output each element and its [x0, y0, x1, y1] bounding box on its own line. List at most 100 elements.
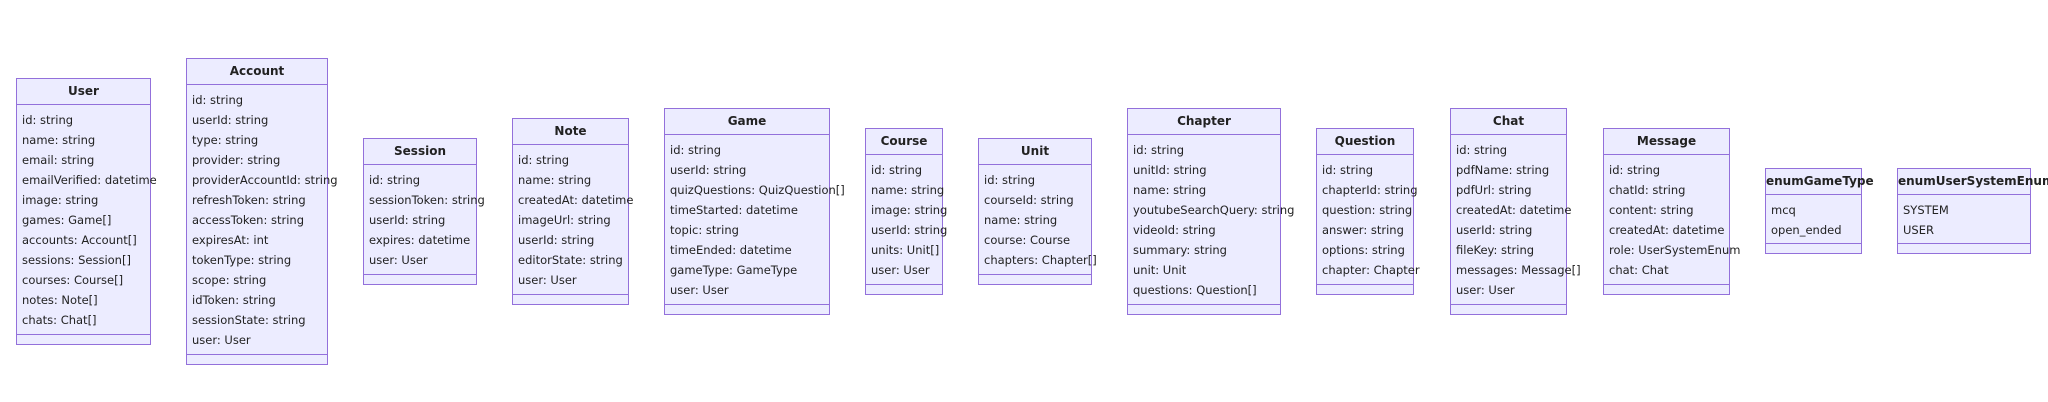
class-title: Session: [364, 139, 476, 165]
class-course: Course id: string name: string image: st…: [865, 128, 948, 295]
class-attribute: summary: string: [1133, 243, 1227, 257]
class-attribute: name: string: [1133, 183, 1207, 197]
class-attribute: chats: Chat[]: [22, 313, 97, 327]
enum-value: mcq: [1771, 203, 1796, 217]
class-attribute: user: User: [192, 333, 251, 347]
class-title: Game: [665, 109, 829, 135]
class-attribute: fileKey: string: [1456, 243, 1535, 257]
class-attribute: expires: datetime: [369, 233, 471, 247]
class-game: Game id: string userId: string quizQuest…: [664, 108, 845, 315]
class-methods-compartment: [1317, 284, 1413, 294]
class-attribute: id: string: [192, 93, 244, 107]
class-attribute: id: string: [1322, 163, 1374, 177]
class-attribute: id: string: [984, 173, 1036, 187]
class-attribute: topic: string: [670, 223, 739, 237]
class-title: Chat: [1451, 109, 1566, 135]
class-attribute: image: string: [22, 193, 99, 207]
class-attribute: userId: string: [518, 233, 595, 247]
class-attribute: games: Game[]: [22, 213, 112, 227]
class-methods-compartment: [364, 274, 476, 284]
class-title: enumUserSystemEnum: [1898, 169, 2048, 195]
class-attribute: quizQuestions: QuizQuestion[]: [670, 183, 845, 197]
class-attribute: name: string: [22, 133, 96, 147]
class-account: Account id: string userId: string type: …: [186, 58, 338, 365]
class-attribute: videoId: string: [1133, 223, 1216, 237]
class-methods-compartment: [1451, 304, 1566, 314]
class-enum-user-system-enum: enumUserSystemEnum SYSTEM USER: [1897, 168, 2048, 254]
class-methods-compartment: [1604, 284, 1729, 294]
class-title: Chapter: [1128, 109, 1280, 135]
class-attribute: userId: string: [369, 213, 446, 227]
class-enum-game-type: enumGameType mcq open_ended: [1765, 168, 1874, 254]
class-methods-compartment: [1128, 304, 1280, 314]
class-attribute: chatId: string: [1609, 183, 1686, 197]
class-attribute: accounts: Account[]: [22, 233, 137, 247]
class-attribute: createdAt: datetime: [518, 193, 634, 207]
class-attribute: provider: string: [192, 153, 281, 167]
class-session: Session id: string sessionToken: string …: [363, 138, 485, 285]
class-attribute: id: string: [1456, 143, 1508, 157]
class-title: User: [17, 79, 150, 105]
class-attribute: units: Unit[]: [871, 243, 940, 257]
class-title: Course: [866, 129, 942, 155]
class-attribute: user: User: [1456, 283, 1515, 297]
class-attribute: id: string: [1609, 163, 1661, 177]
class-title: Note: [513, 119, 628, 145]
class-methods-compartment: [187, 354, 327, 364]
class-attribute: courses: Course[]: [22, 273, 124, 287]
class-attribute: messages: Message[]: [1456, 263, 1581, 277]
class-attribute: chapters: Chapter[]: [984, 253, 1097, 267]
class-attribute: name: string: [518, 173, 592, 187]
class-attribute: id: string: [871, 163, 923, 177]
enum-value: open_ended: [1771, 223, 1842, 237]
class-message: Message id: string chatId: string conten…: [1603, 128, 1741, 295]
class-attribute: id: string: [369, 173, 421, 187]
class-attribute: userId: string: [1456, 223, 1533, 237]
class-attribute: idToken: string: [192, 293, 276, 307]
enum-value: USER: [1903, 223, 1934, 237]
class-attribute: sessions: Session[]: [22, 253, 131, 267]
class-attribute: pdfName: string: [1456, 163, 1550, 177]
class-attribute: notes: Note[]: [22, 293, 98, 307]
class-attribute: role: UserSystemEnum: [1609, 243, 1741, 257]
class-methods-compartment: [1898, 243, 2030, 253]
class-title: Account: [187, 59, 327, 85]
class-chapter: Chapter id: string unitId: string name: …: [1127, 108, 1295, 315]
class-attribute: content: string: [1609, 203, 1694, 217]
class-attribute: expiresAt: int: [192, 233, 269, 247]
class-attribute: timeStarted: datetime: [670, 203, 798, 217]
class-chat: Chat id: string pdfName: string pdfUrl: …: [1450, 108, 1581, 315]
class-attribute: courseId: string: [984, 193, 1074, 207]
class-attribute: name: string: [984, 213, 1058, 227]
class-attribute: accessToken: string: [192, 213, 305, 227]
class-attribute: user: User: [369, 253, 428, 267]
class-methods-compartment: [513, 294, 628, 304]
class-attribute: question: string: [1322, 203, 1413, 217]
class-attribute: image: string: [871, 203, 948, 217]
class-attribute: unit: Unit: [1133, 263, 1187, 277]
class-attribute: answer: string: [1322, 223, 1404, 237]
class-attribute: chapterId: string: [1322, 183, 1418, 197]
class-attribute: scope: string: [192, 273, 267, 287]
class-attribute: createdAt: datetime: [1609, 223, 1725, 237]
class-methods-compartment: [979, 274, 1091, 284]
class-attribute: email: string: [22, 153, 95, 167]
class-unit: Unit id: string courseId: string name: s…: [978, 138, 1097, 285]
class-methods-compartment: [17, 334, 150, 344]
class-attribute: editorState: string: [518, 253, 623, 267]
class-attribute: user: User: [871, 263, 930, 277]
class-question: Question id: string chapterId: string qu…: [1316, 128, 1420, 295]
class-attribute: pdfUrl: string: [1456, 183, 1532, 197]
class-attribute: options: string: [1322, 243, 1405, 257]
class-attribute: chat: Chat: [1609, 263, 1669, 277]
class-methods-compartment: [866, 284, 942, 294]
class-attribute: tokenType: string: [192, 253, 292, 267]
class-attribute: imageUrl: string: [518, 213, 611, 227]
class-attribute: questions: Question[]: [1133, 283, 1257, 297]
class-attribute: youtubeSearchQuery: string: [1133, 203, 1295, 217]
class-title: enumGameType: [1766, 169, 1874, 195]
class-title: Question: [1317, 129, 1413, 155]
class-attribute: user: User: [518, 273, 577, 287]
class-attribute: emailVerified: datetime: [22, 173, 157, 187]
class-attribute: timeEnded: datetime: [670, 243, 792, 257]
